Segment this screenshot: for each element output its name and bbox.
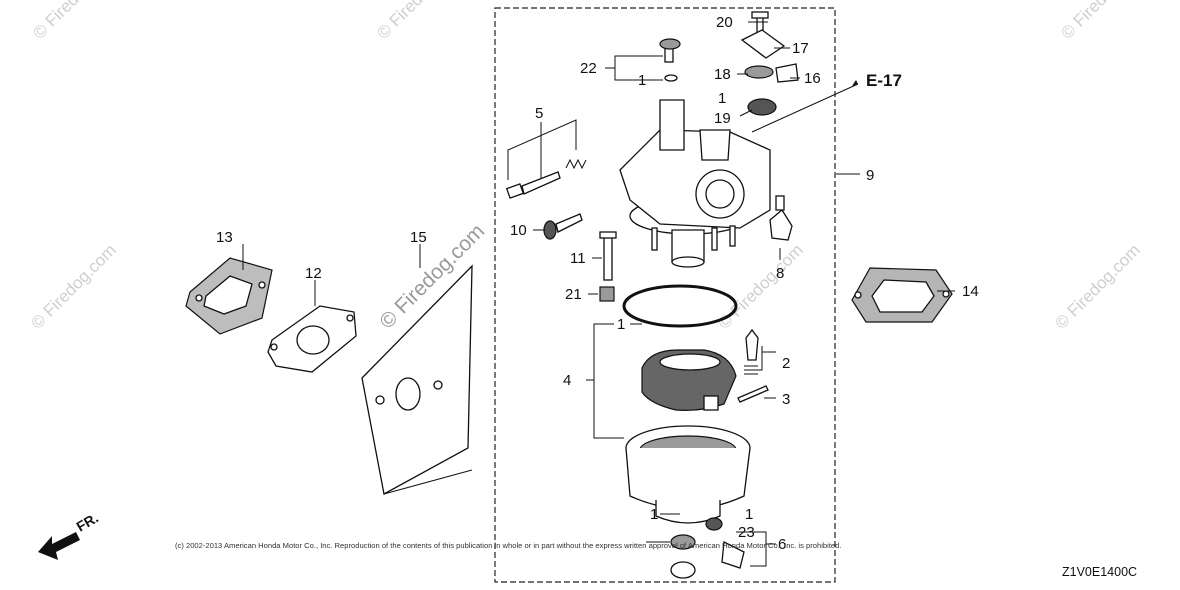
callout-1: 1 <box>650 506 658 523</box>
diagram-code: Z1V0E1400C <box>1062 565 1137 579</box>
callout-11: 11 <box>570 250 586 267</box>
part-13-gasket <box>185 257 273 335</box>
callout-4: 4 <box>563 372 571 389</box>
callout-22: 22 <box>580 60 597 77</box>
callout-15: 15 <box>410 229 427 246</box>
callout-17: 17 <box>792 40 809 57</box>
callout-1: 1 <box>745 506 753 523</box>
front-arrow-icon <box>38 532 80 560</box>
callout-14: 14 <box>962 283 979 300</box>
small-parts <box>505 11 799 579</box>
carburetor-body <box>619 99 771 268</box>
part-14-gasket <box>851 267 953 323</box>
callout-10: 10 <box>510 222 527 239</box>
watermark: © Firedog.com <box>27 240 119 332</box>
callout-20: 20 <box>716 14 733 31</box>
front-label: FR. <box>74 509 102 534</box>
callout-18: 18 <box>714 66 731 83</box>
leader-lines <box>242 21 955 567</box>
callout-8: 8 <box>776 265 784 282</box>
front-direction-indicator: FR. <box>38 509 101 560</box>
callout-12: 12 <box>305 265 322 282</box>
callout-21: 21 <box>565 286 582 303</box>
watermark: © Firedog.com <box>1051 240 1143 332</box>
callout-1: 1 <box>617 316 625 333</box>
callouts: 13 12 15 14 22 1 5 10 11 21 20 17 18 16 … <box>216 14 979 553</box>
callout-2: 2 <box>782 355 790 372</box>
copyright-notice: (c) 2002-2013 American Honda Motor Co., … <box>175 541 842 550</box>
callout-23: 23 <box>738 524 755 541</box>
callout-3: 3 <box>782 391 790 408</box>
part-12-gasket <box>267 305 357 373</box>
bowl-gasket-ring <box>622 284 738 328</box>
watermark: © Firedog.com <box>29 0 121 43</box>
watermark: © Firedog.com <box>714 240 806 332</box>
callout-19: 19 <box>714 110 731 127</box>
assembly-frame <box>494 7 836 583</box>
callout-1: 1 <box>718 90 726 107</box>
direction-arrow-e17 <box>852 80 858 86</box>
watermark: © Firedog.com <box>1057 0 1149 43</box>
callout-13: 13 <box>216 229 233 246</box>
callout-5: 5 <box>535 105 543 122</box>
callout-16: 16 <box>804 70 821 87</box>
watermark: © Firedog.com <box>373 0 465 43</box>
callout-9: 9 <box>866 167 874 184</box>
callout-1: 1 <box>638 72 646 89</box>
callout-6: 6 <box>778 536 786 553</box>
reference-e17: E-17 <box>866 71 902 90</box>
watermark-layer: © Firedog.com © Firedog.com © Firedog.co… <box>27 0 1149 334</box>
part-15-insulator-plate <box>361 264 473 495</box>
part-4-float <box>641 349 737 411</box>
float-bowl <box>625 425 751 524</box>
